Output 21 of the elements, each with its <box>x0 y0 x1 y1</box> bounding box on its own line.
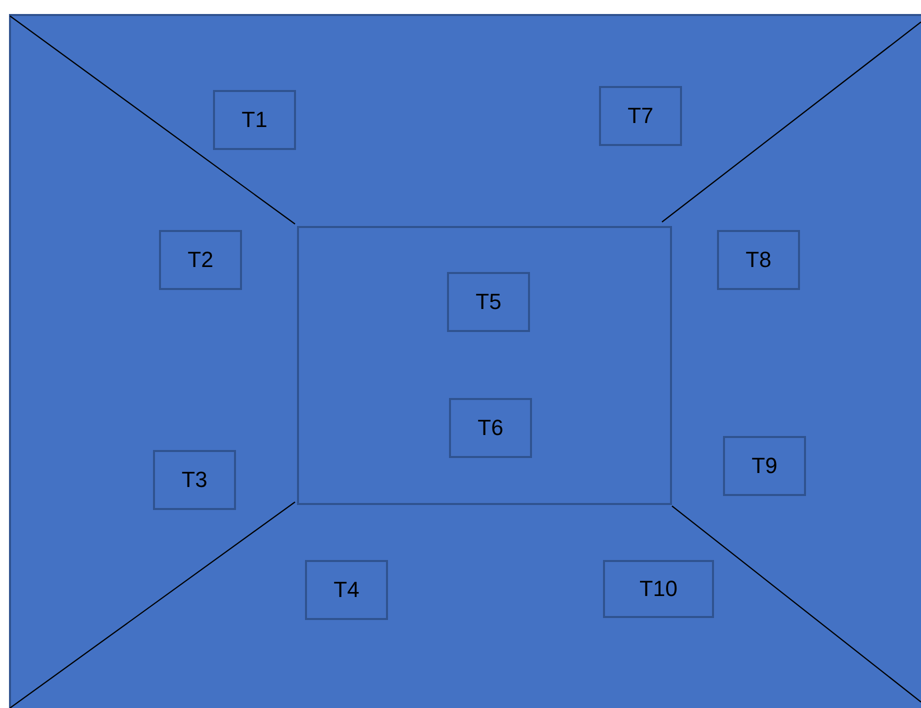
label-box <box>159 230 242 290</box>
tag-label: T1 <box>242 107 268 133</box>
label-box <box>717 230 800 290</box>
tag-label: T2 <box>188 247 214 273</box>
label-box <box>447 272 530 332</box>
tag-label: T4 <box>334 577 360 603</box>
tag-label: T9 <box>752 453 778 479</box>
label-box <box>723 436 806 496</box>
tag-label: T6 <box>478 415 504 441</box>
label-box <box>153 450 236 510</box>
inner-rectangle <box>297 226 672 505</box>
tag-label: T7 <box>628 103 654 129</box>
label-box <box>449 398 532 458</box>
tag-label: T8 <box>746 247 772 273</box>
tag-label: T5 <box>476 289 502 315</box>
label-box <box>305 560 388 620</box>
label-box <box>213 90 296 150</box>
tag-label: T10 <box>640 576 678 602</box>
label-box <box>599 86 682 146</box>
tag-label: T3 <box>182 467 208 493</box>
label-box <box>603 560 714 618</box>
